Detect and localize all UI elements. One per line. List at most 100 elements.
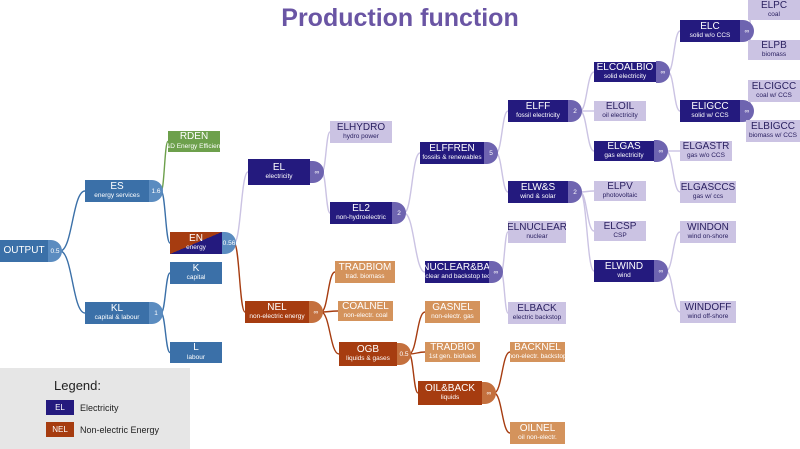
elasticity-badge-kl: 1 [149,302,163,324]
elasticity-badge-elgas: ∞ [654,140,668,162]
edge-ogb-oilback [408,353,419,394]
node-name: ELCOALBIO [596,62,654,73]
node-subtitle: hydro power [343,133,379,141]
node-name: ELCSP [603,221,637,232]
elasticity-badge-elff: 2 [568,100,582,122]
elasticity-badge-el2: 2 [392,202,406,224]
node-subtitle: gas w/ ccs [692,193,724,201]
edge-ogb-gasnel [408,311,426,355]
node-subtitle: nuclear and backstop tech. [425,273,489,281]
edge-elff-elcoalbio [579,71,595,112]
edge-es-rden [160,140,169,192]
edge-es-en [160,190,171,244]
elasticity-badge-en: 0.56 [222,232,236,254]
edge-el-elhydro [321,131,331,173]
node-name: ELCIGCC [751,80,797,92]
node-name: ELPB [761,40,787,51]
elasticity-badge-ogb: 0.5 [397,343,411,365]
node-elnuclearback: ELNUCLEAR&BACKnuclear and backstop tech. [425,261,489,283]
node-subtitle: coal w/ CCS [756,92,792,100]
edge-elwind-windoff [665,270,681,313]
node-subtitle: photovoltaic [602,192,638,200]
elasticity-badge-oilback: ∞ [482,382,496,404]
node-name: WINDON [687,221,729,233]
node-name: KL [110,302,124,314]
node-name: GASNEL [432,301,473,313]
node-subtitle: R&D Energy Efficiency [168,142,220,150]
node-subtitle: capital [186,274,206,282]
edge-elws-elpv [579,190,595,193]
node-name: ELIGCC [691,100,729,112]
elasticity-badge-elnuclearback: ∞ [489,261,503,283]
node-subtitle: oil non-electr. [518,434,557,442]
edge-kl-k [160,272,171,314]
node-name: ELOIL [605,101,635,112]
node-name: ELW&S [520,181,556,193]
edge-oilback-oilnel [493,392,511,434]
edge-elwind-windon [665,231,681,272]
node-subtitle: 1st gen. biofuels [428,353,477,361]
legend-swatch-non-electric: NEL [46,422,74,437]
node-name: K [192,262,200,274]
node-name: ELGAS [607,141,641,152]
edge-nel-tradbiom [320,271,336,313]
node-name: ELHYDRO [336,121,386,133]
node-name: ELNUCLEAR&BACK [425,261,489,273]
node-name: OUTPUT [3,244,45,256]
node-subtitle: gas w/o CCS [687,152,725,160]
elasticity-badge-es: 1.6 [149,180,163,202]
edge-kl-l [160,312,171,354]
edge-oilback-backnel [493,351,511,394]
elasticity-badge-elffren: 5 [484,142,498,164]
node-name: ELNUCLEAR [508,221,566,233]
node-subtitle: fossil electricity [516,112,560,120]
node-subtitle: non-electric energy [249,313,305,321]
node-subtitle: coal [768,11,780,19]
node-name: TRADBIO [430,342,475,353]
node-subtitle: wind on-shore [687,233,729,241]
edge-elnuclearback-elback [500,271,509,314]
edge-nel-coalnel [320,310,339,313]
node-name: ELC [700,20,720,32]
node-subtitle: non-electr. gas [431,313,474,321]
node-name: OGB [356,343,380,355]
node-subtitle: labour [186,353,206,361]
node-name: ELGASCCS [680,181,736,193]
node-subtitle: non-hydroelectric [336,214,386,222]
node-subtitle: non-electr. coal [343,312,388,320]
node-output: OUTPUT [0,240,48,262]
edge-elcoalbio-eligcc [667,71,681,112]
edge-output-kl [59,250,86,314]
node-subtitle: energy services [94,192,140,200]
node-subtitle: wind off-shore [687,313,729,321]
node-subtitle: nuclear [526,233,548,241]
node-name: ES [110,180,124,192]
node-subtitle: trad. biomass [345,273,385,281]
